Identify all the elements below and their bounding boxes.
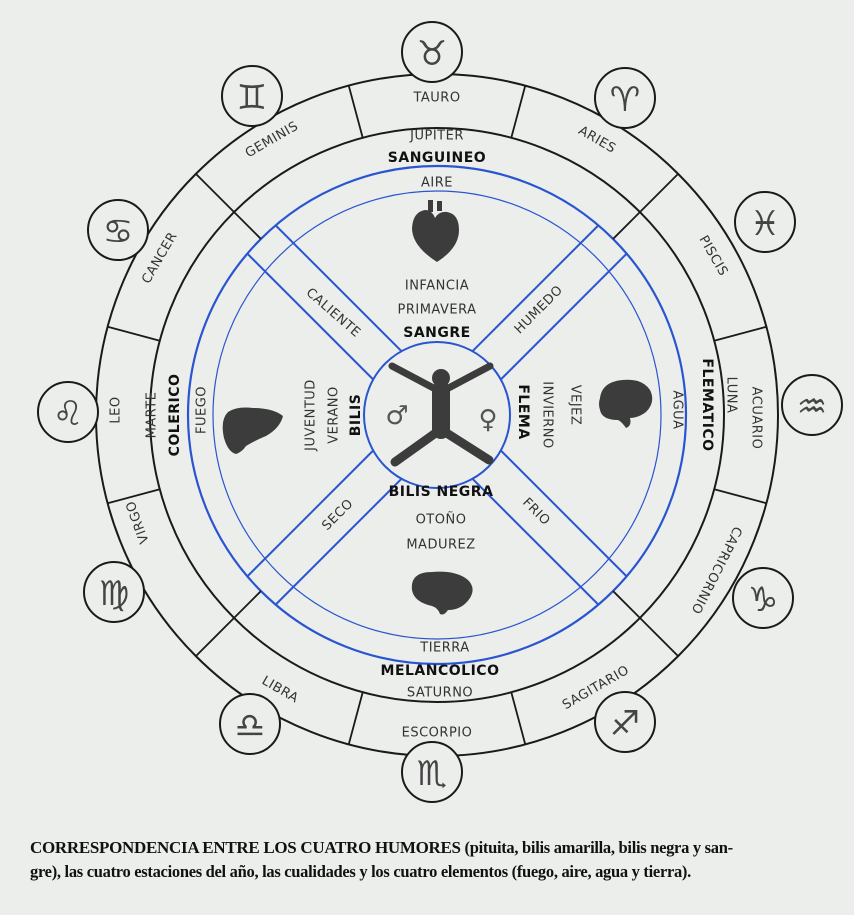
zodiac-divider (713, 325, 767, 342)
svg-text:♉: ♉ (417, 34, 447, 74)
zodiac-label-piscis: PISCIS (695, 233, 730, 279)
season-invierno: INVIERNO (540, 381, 555, 449)
spleen-icon (411, 571, 473, 615)
quality-band-line (274, 478, 403, 606)
svg-text:♎: ♎ (235, 706, 265, 746)
caption-text-1: (pituita, bilis amarilla, bilis negra y … (460, 838, 734, 857)
gemini-symbol-icon: ♊ (221, 65, 283, 127)
aries-symbol-icon: ♈ (594, 67, 656, 129)
heart-icon (412, 200, 459, 262)
svg-text:♑: ♑ (748, 580, 778, 620)
quality-band-line (500, 252, 628, 381)
zodiac-divider (612, 173, 679, 240)
planet-saturno: SATURNO (407, 686, 473, 701)
zodiac-label-virgo: VIRGO (123, 498, 152, 545)
svg-text:♍: ♍ (99, 574, 129, 614)
humor-bilis-negra: BILIS NEGRA (389, 484, 494, 500)
quality-band-line (274, 224, 403, 352)
female-symbol-icon: ♀ (478, 405, 497, 435)
temperament-melancolico: MELANCOLICO (381, 663, 500, 679)
outer-blue-circle (186, 164, 688, 666)
svg-text:♋: ♋ (103, 212, 133, 252)
svg-text:♏: ♏ (417, 754, 447, 794)
taurus-symbol-icon: ♉ (401, 21, 463, 83)
humor-bilis: BILIS (348, 394, 364, 437)
leo-symbol-icon: ♌ (37, 381, 99, 443)
age-juventud: JUVENTUD (304, 379, 319, 452)
svg-text:♊: ♊ (237, 78, 267, 118)
quality-bands (246, 224, 628, 606)
temperament-sanguineo: SANGUINEO (388, 150, 486, 166)
season-otono: OTOÑO (416, 512, 467, 528)
planet-jupiter: JUPITER (409, 129, 464, 144)
element-aire: AIRE (421, 176, 453, 191)
zodiac-dividers (107, 85, 767, 745)
quality-humedo: HUMEDO (512, 283, 566, 337)
zodiac-label-escorpio: ESCORPIO (402, 726, 473, 741)
brain-icon (599, 379, 653, 428)
svg-text:♒: ♒ (797, 387, 827, 427)
pisces-symbol-icon: ♓ (734, 191, 796, 253)
quality-band-line (246, 252, 374, 381)
caption-title: CORRESPONDENCIA ENTRE LOS CUATRO HUMORES (30, 838, 461, 857)
temperament-flematico: FLEMATICO (699, 358, 715, 451)
humor-sangre: SANGRE (403, 325, 470, 341)
svg-text:♌: ♌ (53, 394, 83, 434)
planet-marte: MARTE (145, 392, 160, 439)
quality-frio: FRIO (519, 495, 553, 529)
caption-line-1: CORRESPONDENCIA ENTRE LOS CUATRO HUMORES… (30, 836, 830, 860)
age-vejez: VEJEZ (568, 385, 583, 426)
sagittarius-symbol-icon: ♐ (594, 691, 656, 753)
quality-band-line (471, 224, 600, 352)
temperament-colerico: COLERICO (167, 374, 183, 457)
season-verano: VERANO (327, 386, 342, 443)
zodiac-divider (612, 590, 679, 657)
zodiac-divider (195, 590, 262, 657)
svg-text:♓: ♓ (750, 204, 780, 244)
element-fuego: FUEGO (195, 386, 210, 434)
zodiac-divider (510, 691, 527, 745)
human-figure-icon (388, 362, 494, 467)
planet-luna: LUNA (724, 377, 739, 414)
libra-symbol-icon: ♎ (219, 693, 281, 755)
inner-zodiac-circle (149, 127, 725, 703)
element-agua: AGUA (670, 390, 685, 429)
humor-flema: FLEMA (515, 384, 531, 439)
zodiac-divider (195, 173, 262, 240)
aquarius-symbol-icon: ♒ (781, 374, 843, 436)
scorpio-symbol-icon: ♏ (401, 741, 463, 803)
virgo-symbol-icon: ♍ (83, 561, 145, 623)
cancer-symbol-icon: ♋ (87, 199, 149, 261)
quality-caliente: CALIENTE (303, 285, 364, 340)
humors-diagram: ♉ ♈ ♓ ♒ ♑ ♐ ♏ ♎ ♍ ♌ ♋ ♊ TAURO ARIES PISC… (37, 21, 843, 803)
quality-band-line (471, 478, 600, 606)
zodiac-symbols: ♉ ♈ ♓ ♒ ♑ ♐ ♏ ♎ ♍ ♌ ♋ ♊ (37, 21, 843, 803)
quality-band-line (246, 449, 374, 578)
liver-icon (222, 407, 283, 454)
male-symbol-icon: ♂ (385, 401, 408, 431)
svg-text:♐: ♐ (610, 704, 640, 744)
age-infancia: INFANCIA (405, 279, 469, 294)
season-primavera: PRIMAVERA (398, 303, 477, 318)
figure-caption: CORRESPONDENCIA ENTRE LOS CUATRO HUMORES… (30, 836, 830, 884)
zodiac-label-acuario: ACUARIO (749, 387, 764, 450)
capricorn-symbol-icon: ♑ (732, 567, 794, 629)
zodiac-divider (107, 488, 161, 505)
inner-blue-circle (212, 190, 662, 640)
caption-line-2: gre), las cuatro estaciones del año, las… (30, 862, 691, 881)
zodiac-divider (347, 691, 364, 745)
quality-band-line (500, 449, 628, 578)
zodiac-divider (347, 85, 364, 139)
zodiac-divider (713, 488, 767, 505)
zodiac-label-tauro: TAURO (412, 91, 460, 106)
zodiac-label-leo: LEO (109, 396, 124, 423)
svg-text:♈: ♈ (610, 80, 640, 120)
zodiac-divider (510, 85, 527, 139)
zodiac-divider (107, 325, 161, 342)
zodiac-label-aries: ARIES (576, 123, 619, 156)
element-tierra: TIERRA (419, 641, 469, 656)
age-madurez: MADUREZ (406, 538, 475, 553)
